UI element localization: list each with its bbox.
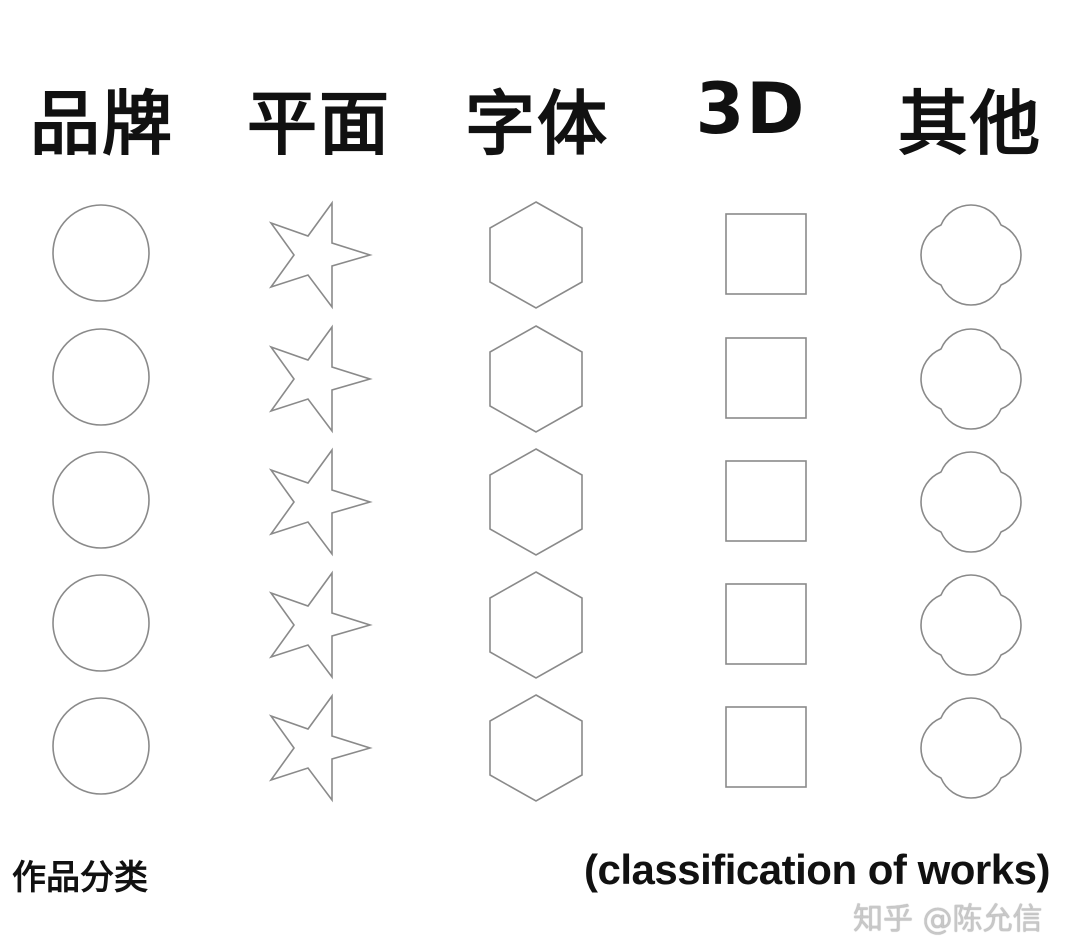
footer-right-caption: (classification of works) bbox=[584, 846, 1050, 893]
hexagon-shape bbox=[489, 694, 583, 802]
square-shape bbox=[725, 213, 807, 295]
star-shape bbox=[268, 693, 373, 803]
hexagon-shape bbox=[489, 201, 583, 309]
star-shape bbox=[268, 324, 373, 434]
column-header-brand: 品牌 bbox=[30, 83, 174, 165]
circle-shape bbox=[52, 697, 150, 795]
column-header-graphic: 平面 bbox=[247, 83, 391, 165]
square-shape bbox=[725, 583, 807, 665]
star-shape bbox=[268, 570, 373, 680]
quatrefoil-shape bbox=[920, 697, 1022, 799]
column-header-other: 其他 bbox=[898, 83, 1042, 165]
square-shape bbox=[725, 706, 807, 788]
star-shape bbox=[268, 447, 373, 557]
quatrefoil-shape bbox=[920, 204, 1022, 306]
star-shape bbox=[268, 200, 373, 310]
hexagon-shape bbox=[489, 571, 583, 679]
circle-shape bbox=[52, 451, 150, 549]
quatrefoil-shape bbox=[920, 574, 1022, 676]
circle-shape bbox=[52, 204, 150, 302]
hexagon-shape bbox=[489, 325, 583, 433]
quatrefoil-shape bbox=[920, 451, 1022, 553]
square-shape bbox=[725, 460, 807, 542]
circle-shape bbox=[52, 574, 150, 672]
square-shape bbox=[725, 337, 807, 419]
watermark: 知乎 @陈允信 bbox=[853, 902, 1043, 937]
footer-left-caption: 作品分类 bbox=[12, 858, 148, 898]
quatrefoil-shape bbox=[920, 328, 1022, 430]
hexagon-shape bbox=[489, 448, 583, 556]
column-header-typeface: 字体 bbox=[465, 83, 609, 165]
column-header-3d: 3D bbox=[695, 68, 807, 150]
circle-shape bbox=[52, 328, 150, 426]
